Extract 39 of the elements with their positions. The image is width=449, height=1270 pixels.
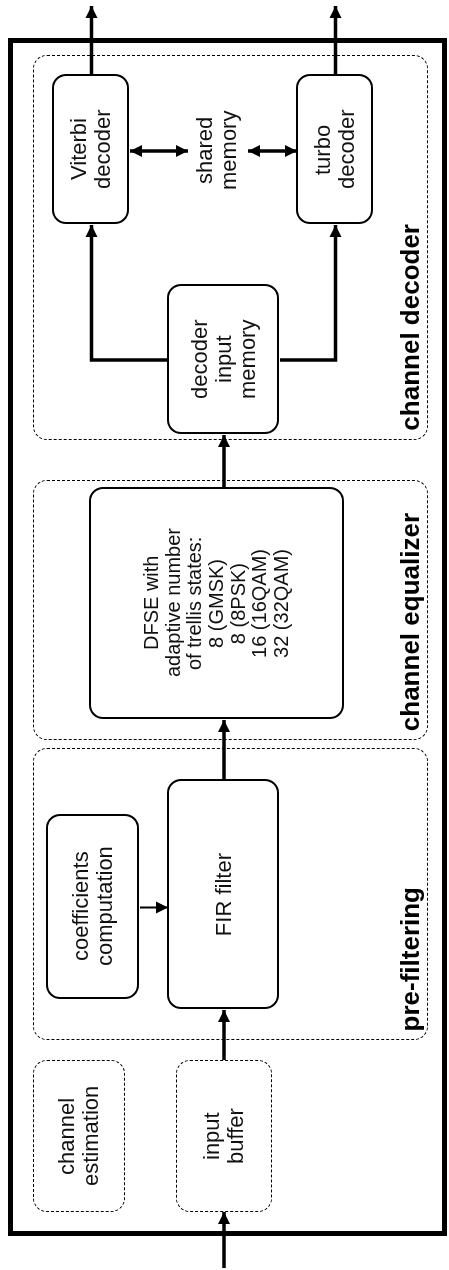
box-label: FIR filter [211, 852, 236, 936]
box-label: 8 (8PSK) [227, 562, 249, 644]
node-label: shared memory [187, 94, 248, 207]
box-label: input buffer [200, 1107, 248, 1166]
process-box [296, 74, 374, 225]
arrow [85, 6, 98, 75]
dashed-box [176, 1060, 272, 1212]
process-box [52, 74, 130, 225]
box-label: channel estimation [55, 1084, 103, 1189]
process-box [167, 779, 280, 1010]
group-title: channel equalizer [397, 512, 423, 731]
group-box [33, 55, 428, 440]
arrow [218, 720, 230, 780]
dashed-box [33, 1060, 125, 1212]
process-box [46, 814, 140, 1000]
arrow [130, 145, 188, 157]
box-label: 8 (GMSK) [206, 558, 228, 648]
box-label: Viterbi decoder [67, 108, 115, 192]
box-label: 32 (32QAM) [270, 548, 293, 658]
process-box [167, 284, 280, 435]
group-box [33, 748, 428, 1040]
box-label: decoder input memory [187, 318, 259, 402]
arrow [218, 435, 230, 488]
arrow [85, 225, 168, 362]
group-title: channel decoder [397, 224, 423, 431]
box-label: 16 (16QAM) [249, 548, 271, 658]
arrow [139, 901, 169, 914]
arrow [218, 1010, 230, 1060]
system-boundary [8, 38, 447, 1236]
arrow [280, 225, 342, 362]
group-title: pre-filtering [397, 886, 423, 1031]
box-label: DFSE with adaptive number of trellis states: [141, 527, 207, 680]
group-box [33, 480, 428, 740]
arrow [329, 6, 342, 75]
arrow [248, 145, 297, 157]
arrow [218, 1212, 230, 1268]
box-label: turbo decoder [311, 108, 359, 192]
box-label: coefficients computation [69, 845, 117, 969]
process-box [89, 487, 345, 720]
